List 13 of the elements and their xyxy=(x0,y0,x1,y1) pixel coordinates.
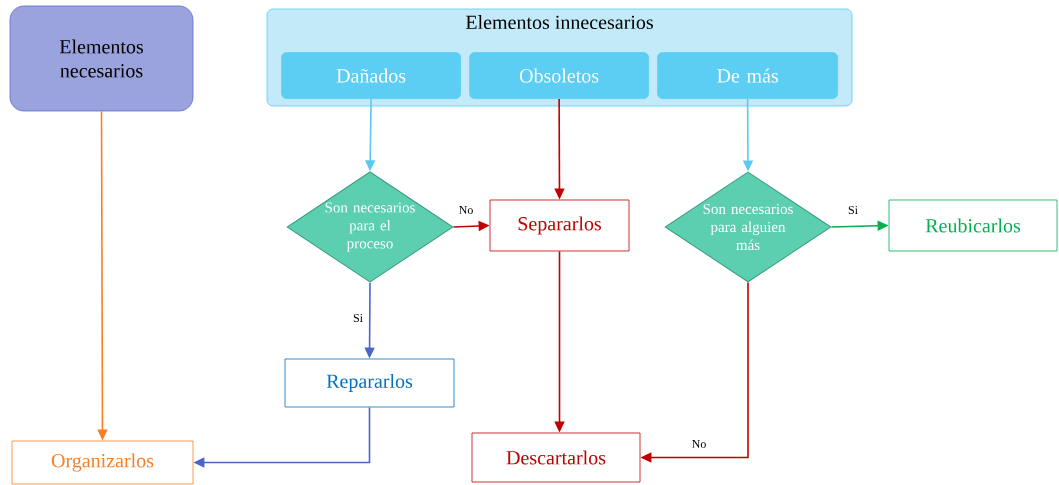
process-box: Elementos necesarios xyxy=(9,5,194,112)
process-box: Repararlos xyxy=(284,358,455,408)
category-box: De más xyxy=(657,52,838,99)
category-box: Obsoletos xyxy=(469,52,649,99)
process-box: Reubicarlos xyxy=(888,199,1058,252)
process-box: Separarlos xyxy=(489,199,630,252)
process-box: Organizarlos xyxy=(11,440,194,485)
edge-label: Si xyxy=(352,312,364,324)
edge-label: No xyxy=(690,439,708,449)
process-box: Descartarlos xyxy=(471,432,641,483)
category-box: Dañados xyxy=(281,52,461,99)
edge-label: Si xyxy=(847,204,859,216)
edge-label: No xyxy=(457,205,475,215)
